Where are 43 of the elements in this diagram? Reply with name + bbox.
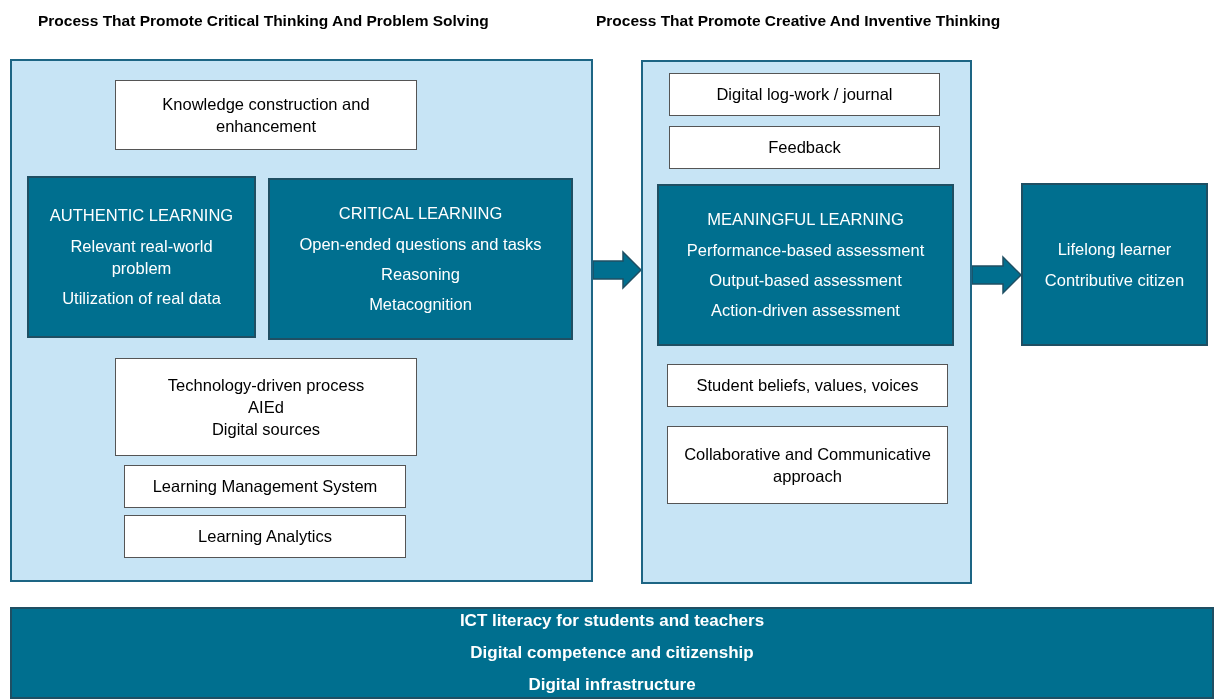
box-heading: AUTHENTIC LEARNING	[49, 205, 234, 227]
box-text: Contributive citizen	[1044, 269, 1185, 291]
box-text: Metacognition	[369, 294, 472, 316]
box-text: Reasoning	[381, 264, 460, 285]
box-text: Digital sources	[211, 419, 321, 441]
concept-box	[268, 178, 573, 340]
process-box	[124, 515, 406, 558]
process-box	[124, 465, 406, 508]
box-text: Student beliefs, values, voices	[696, 375, 919, 397]
box-text: Open-ended questions and tasks	[299, 233, 542, 255]
box-text: Collaborative and Communicative approach	[683, 443, 932, 487]
process-box	[115, 358, 417, 456]
box-text: Relevant real-world problem	[69, 235, 214, 279]
box-text: ICT literacy for students and teachers	[459, 610, 765, 633]
box-text: Digital competence and citizenship	[470, 642, 754, 665]
process-box	[667, 426, 948, 504]
concept-box	[10, 607, 1214, 699]
box-text: Output-based assessment	[709, 270, 902, 291]
block-arrow	[971, 255, 1023, 295]
section-heading: Process That Promote Creative And Inventive Thinking	[596, 12, 1001, 30]
box-heading: MEANINGFUL LEARNING	[707, 209, 904, 231]
box-text: Performance-based assessment	[686, 239, 925, 261]
box-text: Knowledge construction and enhancement	[161, 93, 371, 137]
box-heading: CRITICAL LEARNING	[338, 203, 503, 225]
box-text: Learning Management System	[152, 476, 378, 498]
box-text: Digital log-work / journal	[716, 84, 893, 106]
concept-box	[1021, 183, 1208, 346]
block-arrow	[592, 250, 643, 290]
concept-box	[27, 176, 256, 338]
box-text: AIEd	[248, 396, 284, 418]
box-text: Action-driven assessment	[711, 300, 900, 322]
concept-box	[657, 184, 954, 346]
box-text: Utilization of real data	[62, 288, 221, 310]
process-box	[669, 73, 940, 116]
box-text: Digital infrastructure	[528, 673, 696, 696]
process-box	[667, 364, 948, 407]
box-text: Learning Analytics	[198, 526, 332, 548]
process-box	[669, 126, 940, 169]
box-text: Feedback	[768, 137, 841, 159]
process-box	[115, 80, 417, 150]
section-heading: Process That Promote Critical Thinking And Problem Solving	[38, 12, 489, 30]
box-text: Lifelong learner	[1057, 239, 1172, 261]
box-text: Technology-driven process	[167, 374, 365, 396]
